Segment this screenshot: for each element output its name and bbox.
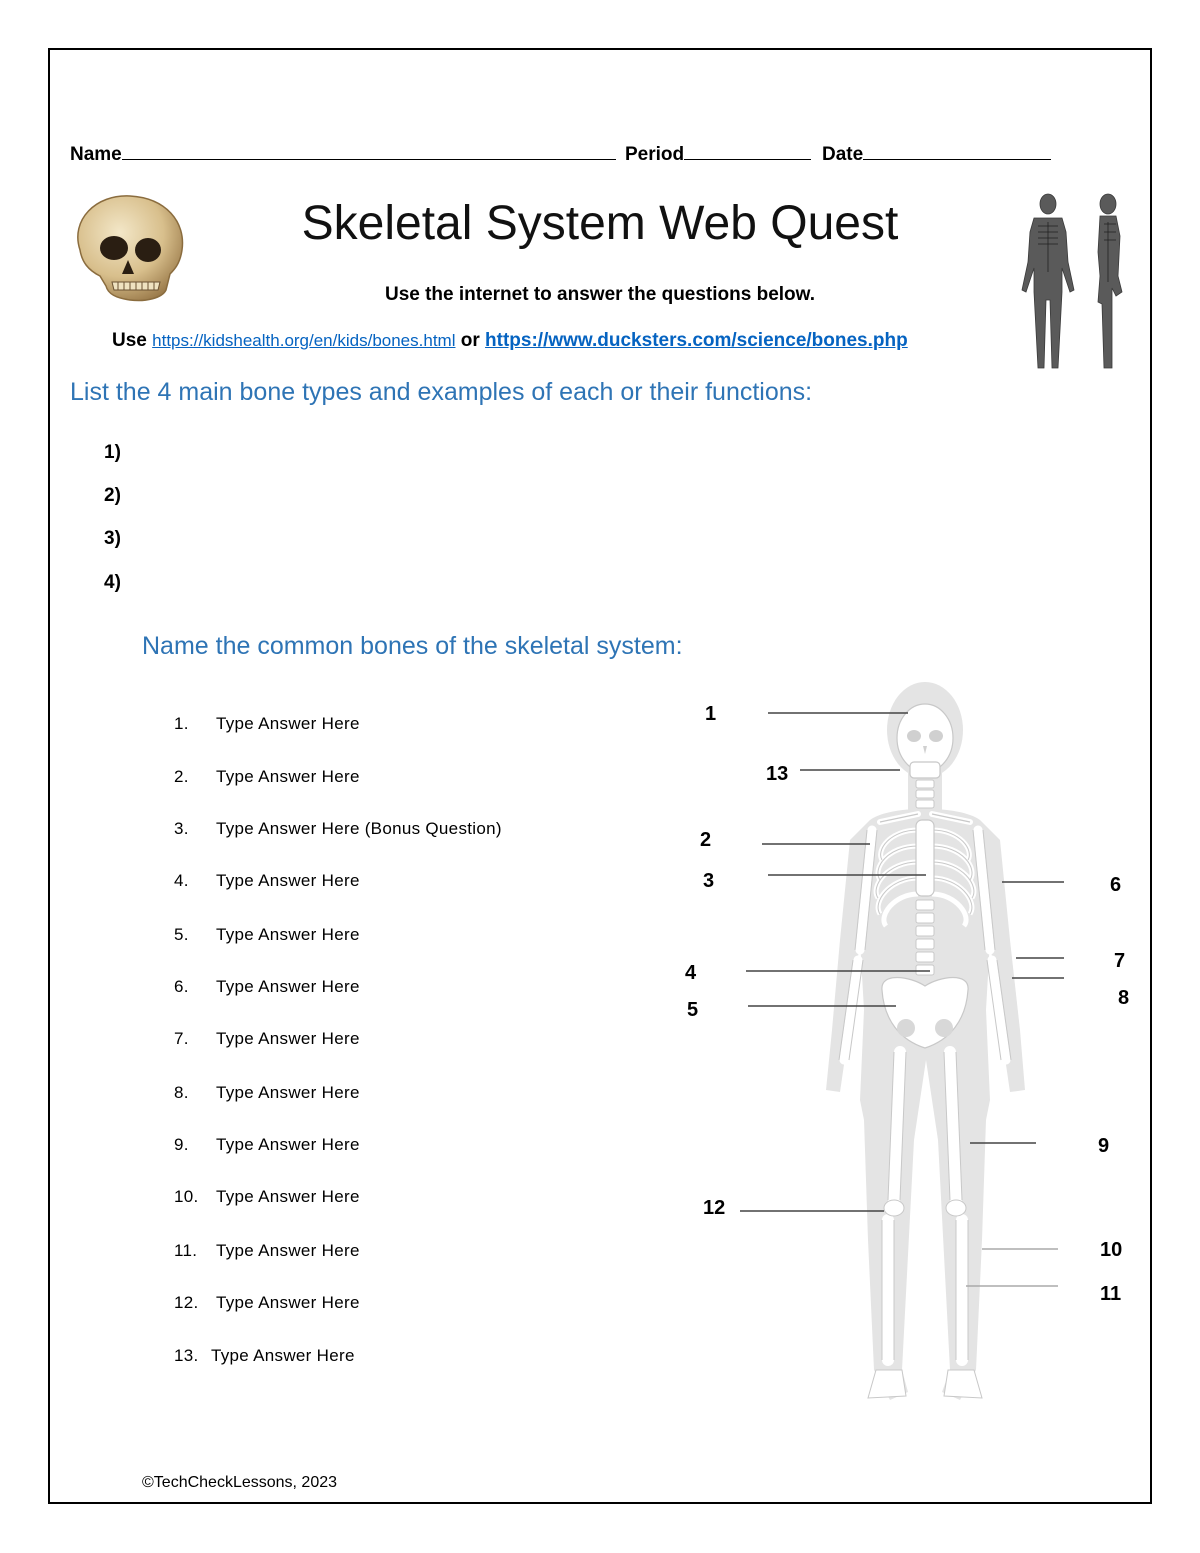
diagram-label-5: 5 — [687, 999, 699, 1021]
diagram-label-2: 2 — [700, 829, 712, 851]
answer-text[interactable]: Type Answer Here — [216, 1293, 360, 1312]
bone-type-item-4: 4) — [104, 572, 121, 593]
answer-text[interactable]: Type Answer Here — [216, 977, 360, 996]
answer-number: 5. — [174, 925, 189, 944]
name-label: Name — [70, 144, 122, 165]
diagram-leader-lines — [690, 690, 1150, 1310]
diagram-label-4: 4 — [685, 962, 697, 984]
bone-type-item-1: 1) — [104, 442, 121, 463]
answer-row-3[interactable]: 3. Type Answer Here (Bonus Question) — [174, 819, 502, 839]
answer-number: 8. — [174, 1083, 189, 1102]
answer-text[interactable]: Type Answer Here (Bonus Question) — [216, 819, 502, 838]
diagram-label-10: 10 — [1100, 1239, 1123, 1261]
page-border — [48, 48, 1152, 1504]
diagram-label-11: 11 — [1100, 1283, 1122, 1305]
page-title: Skeletal System Web Quest — [301, 197, 899, 250]
bone-type-item-3: 3) — [104, 528, 121, 549]
answer-row-2[interactable]: 2. Type Answer Here — [174, 767, 360, 787]
answer-text[interactable]: Type Answer Here — [216, 1135, 360, 1154]
diagram-label-8: 8 — [1118, 987, 1130, 1009]
answer-row-13[interactable]: 13. Type Answer Here — [174, 1346, 355, 1366]
answer-text[interactable]: Type Answer Here — [211, 1346, 355, 1365]
answer-number: 10. — [174, 1187, 199, 1206]
answer-number: 11. — [174, 1241, 198, 1260]
diagram-label-1: 1 — [705, 703, 717, 725]
answer-number: 4. — [174, 871, 189, 890]
skeleton-diagram — [810, 680, 1040, 1420]
skull-image — [66, 190, 190, 304]
answer-row-10[interactable]: 10. Type Answer Here — [174, 1187, 360, 1207]
diagram-label-13: 13 — [766, 763, 789, 785]
answer-text[interactable]: Type Answer Here — [216, 714, 360, 733]
answer-row-1[interactable]: 1. Type Answer Here — [174, 714, 360, 734]
diagram-label-6: 6 — [1110, 874, 1122, 896]
answer-text[interactable]: Type Answer Here — [216, 767, 360, 786]
answer-row-12[interactable]: 12. Type Answer Here — [174, 1293, 360, 1313]
period-label: Period — [625, 144, 685, 165]
answer-number: 13. — [174, 1346, 199, 1365]
copyright-footer: ©TechCheckLessons, 2023 — [142, 1474, 338, 1491]
answer-text[interactable]: Type Answer Here — [216, 871, 360, 890]
diagram-label-9: 9 — [1098, 1135, 1110, 1157]
period-field[interactable]: Period — [625, 144, 812, 166]
answer-row-7[interactable]: 7. Type Answer Here — [174, 1029, 360, 1049]
or-label: or — [460, 330, 480, 351]
answer-text[interactable]: Type Answer Here — [216, 1187, 360, 1206]
answer-number: 6. — [174, 977, 189, 996]
period-underline — [684, 158, 812, 160]
resource-links: Use https://kidshealth.org/en/kids/bones… — [112, 330, 908, 352]
answer-number: 7. — [174, 1029, 189, 1048]
human-skeleton-figures-image — [1004, 192, 1130, 374]
bone-types-heading: List the 4 main bone types and examples … — [70, 378, 813, 406]
answer-number: 2. — [174, 767, 189, 786]
instruction-text: Use the internet to answer the questions… — [384, 284, 816, 305]
common-bones-heading: Name the common bones of the skeletal sy… — [142, 632, 683, 660]
answer-text[interactable]: Type Answer Here — [216, 1029, 360, 1048]
answer-row-9[interactable]: 9. Type Answer Here — [174, 1135, 360, 1155]
answer-text[interactable]: Type Answer Here — [216, 925, 360, 944]
bone-type-item-2: 2) — [104, 485, 121, 506]
answer-number: 9. — [174, 1135, 189, 1154]
answer-row-6[interactable]: 6. Type Answer Here — [174, 977, 360, 997]
diagram-label-12: 12 — [703, 1197, 726, 1219]
diagram-label-7: 7 — [1114, 950, 1126, 972]
answer-row-5[interactable]: 5. Type Answer Here — [174, 925, 360, 945]
answer-row-4[interactable]: 4. Type Answer Here — [174, 871, 360, 891]
answer-text[interactable]: Type Answer Here — [216, 1241, 360, 1260]
diagram-label-3: 3 — [703, 870, 715, 892]
answer-number: 1. — [174, 714, 189, 733]
answer-row-8[interactable]: 8. Type Answer Here — [174, 1083, 360, 1103]
kidshealth-link[interactable]: https://kidshealth.org/en/kids/bones.htm… — [152, 331, 456, 350]
answer-number: 12. — [174, 1293, 199, 1312]
name-field[interactable]: Name — [70, 144, 616, 166]
answer-text[interactable]: Type Answer Here — [216, 1083, 360, 1102]
name-underline — [121, 158, 616, 160]
date-underline — [863, 158, 1052, 160]
ducksters-link[interactable]: https://www.ducksters.com/science/bones.… — [485, 330, 908, 351]
use-label: Use — [112, 330, 147, 351]
date-label: Date — [822, 144, 864, 165]
answer-row-11[interactable]: 11. Type Answer Here — [174, 1241, 360, 1261]
answer-number: 3. — [174, 819, 189, 838]
date-field[interactable]: Date — [822, 144, 1052, 166]
